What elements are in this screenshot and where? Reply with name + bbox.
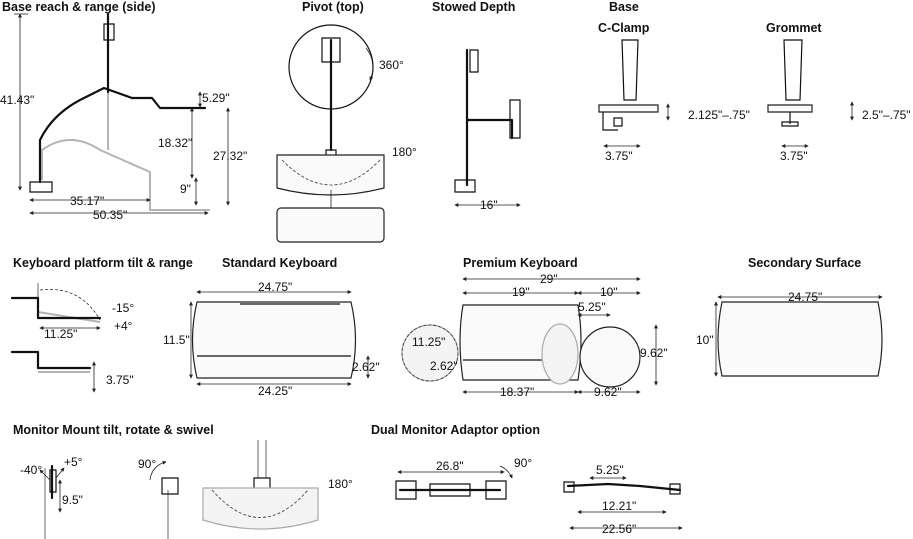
mm-neg40: -40° bbox=[20, 463, 42, 477]
tilt-1125: 11.25" bbox=[44, 327, 77, 341]
prem-1837: 18.37" bbox=[500, 385, 534, 399]
dim-height-4143: 41.43" bbox=[0, 93, 34, 107]
dim-clamp-width: 3.75" bbox=[605, 149, 633, 163]
heading-keyboard-tilt: Keyboard platform tilt & range bbox=[13, 256, 193, 270]
heading-base-reach: Base reach & range (side) bbox=[2, 0, 156, 14]
std-width-bottom: 24.25" bbox=[258, 384, 292, 398]
prem-19: 19" bbox=[512, 285, 530, 299]
prem-962-horizontal: 9.62" bbox=[594, 385, 622, 399]
tilt-neg15: -15° bbox=[112, 301, 134, 315]
heading-stowed-depth: Stowed Depth bbox=[432, 0, 515, 14]
dim-grommet-range: 2.5"–.75" bbox=[862, 108, 911, 122]
heading-standard-keyboard: Standard Keyboard bbox=[222, 256, 337, 270]
angle-360: 360° bbox=[379, 58, 404, 72]
mm-95: 9.5" bbox=[62, 493, 83, 507]
grommet-base: 2.5"–.75" 3.75" bbox=[767, 39, 911, 163]
heading-base: Base bbox=[609, 0, 639, 14]
pivot-top-view: 360° 180° bbox=[276, 24, 417, 243]
heading-dual-monitor: Dual Monitor Adaptor option bbox=[371, 423, 540, 437]
secondary-surface-view: 24.75" 10" bbox=[696, 290, 883, 377]
heading-monitor-mount: Monitor Mount tilt, rotate & swivel bbox=[13, 423, 214, 437]
prem-10: 10" bbox=[600, 285, 618, 299]
dim-2732: 27.32" bbox=[213, 149, 247, 163]
monitor-mount-view: -40° +5° 9.5" 90° 180° bbox=[20, 440, 353, 539]
mm-180: 180° bbox=[328, 477, 353, 491]
base-reach-side-view: 41.43" 5.29" 18.32" 27.32" 9" 35.17" 50.… bbox=[0, 12, 247, 222]
tilt-pos4: +4° bbox=[114, 319, 133, 333]
heading-pivot: Pivot (top) bbox=[302, 0, 364, 14]
dual-2256: 22.56" bbox=[602, 522, 636, 536]
prem-262: 2.62" bbox=[430, 359, 458, 373]
std-width-top: 24.75" bbox=[258, 280, 292, 294]
tilt-375: 3.75" bbox=[106, 373, 134, 387]
std-lip: 2.62" bbox=[352, 360, 380, 374]
mm-90: 90° bbox=[138, 457, 156, 471]
prem-962-vertical: 9.62" bbox=[640, 346, 668, 360]
heading-grommet: Grommet bbox=[766, 21, 822, 35]
heading-c-clamp: C-Clamp bbox=[598, 21, 650, 35]
dual-90: 90° bbox=[514, 456, 532, 470]
dim-clamp-range: 2.125"–.75" bbox=[688, 108, 750, 122]
std-height: 11.5" bbox=[163, 333, 190, 347]
dual-monitor-view: 26.8" 90° 5.25" 12.21" 22.56" bbox=[395, 456, 683, 536]
c-clamp-base: 2.125"–.75" 3.75" bbox=[598, 39, 750, 163]
dim-3517: 35.17" bbox=[70, 194, 104, 208]
dim-529: 5.29" bbox=[202, 91, 230, 105]
stowed-depth-view: 16" bbox=[454, 48, 521, 212]
dim-1832: 18.32" bbox=[158, 136, 192, 150]
prem-1125: 11.25" bbox=[412, 335, 445, 349]
dual-268: 26.8" bbox=[436, 459, 464, 473]
prem-29: 29" bbox=[540, 272, 558, 286]
sec-width: 24.75" bbox=[788, 290, 822, 304]
prem-525: 5.25" bbox=[578, 300, 606, 314]
dim-5035: 50.35" bbox=[93, 208, 127, 222]
mm-pos5: +5° bbox=[64, 455, 83, 469]
heading-premium-keyboard: Premium Keyboard bbox=[463, 256, 578, 270]
premium-keyboard-view: 29" 19" 10" 5.25" 11.25" 2.62" 9.62" 18.… bbox=[401, 272, 668, 399]
dim-grommet-width: 3.75" bbox=[780, 149, 808, 163]
dual-1221: 12.21" bbox=[602, 499, 636, 513]
sec-height: 10" bbox=[696, 333, 714, 347]
standard-keyboard-view: 24.75" 11.5" 2.62" 24.25" bbox=[163, 280, 380, 398]
heading-secondary-surface: Secondary Surface bbox=[748, 256, 861, 270]
section-headings: Base reach & range (side) Pivot (top) St… bbox=[2, 0, 861, 437]
dual-525: 5.25" bbox=[596, 463, 624, 477]
dim-9: 9" bbox=[180, 182, 191, 196]
dim-stowed-16: 16" bbox=[480, 198, 498, 212]
angle-180-pivot: 180° bbox=[392, 145, 417, 159]
keyboard-tilt-view: -15° +4° 11.25" 3.75" bbox=[10, 283, 134, 393]
